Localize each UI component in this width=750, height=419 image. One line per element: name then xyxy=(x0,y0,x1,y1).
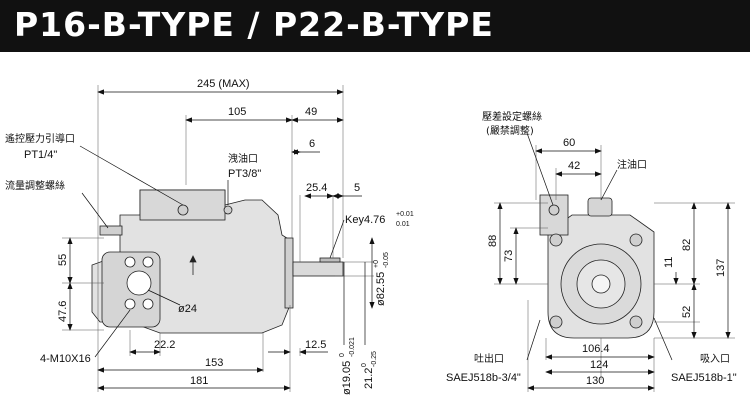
mounting-flange xyxy=(284,237,294,309)
flange-bolt-hole xyxy=(124,298,136,310)
dim-6: 6 xyxy=(309,138,315,150)
dim-19-05: ø19.05 xyxy=(341,361,353,395)
leader-key xyxy=(329,219,345,259)
dim-105: 105 xyxy=(228,106,246,118)
dim-21-2-tol-upper: 0 xyxy=(361,363,368,367)
fill-port-boss xyxy=(587,197,613,217)
leader-pressure-screw xyxy=(526,132,554,206)
dim-19-05-tol-upper: 0 xyxy=(339,353,346,357)
leader-remote-port xyxy=(79,145,184,206)
dim-21-2: 21.2 xyxy=(363,368,375,389)
front-bolt xyxy=(629,233,643,247)
cover-bolt xyxy=(223,205,233,215)
label-flow-screw: 流量調整螺絲 xyxy=(5,179,65,192)
leader-inlet xyxy=(653,317,673,361)
front-bolt xyxy=(549,315,563,329)
flange-bolt-hole xyxy=(142,298,154,310)
label-remote-port-size: PT1/4" xyxy=(24,149,57,161)
front-view xyxy=(539,194,655,339)
dim-21-2-tol-lower: -0.25 xyxy=(371,351,378,367)
dim-245: 245 (MAX) xyxy=(197,78,250,90)
label-pressure-screw: 壓差設定螺絲 xyxy=(482,110,542,123)
dim-106-4: 106.4 xyxy=(582,343,610,355)
key-tol-lower: 0.01 xyxy=(396,221,410,228)
label-outlet-port: 吐出口 xyxy=(474,352,504,365)
dim-22-2: 22.2 xyxy=(154,339,175,351)
dim-12-5: 12.5 xyxy=(305,339,326,351)
dim-49: 49 xyxy=(305,106,317,118)
dim-60: 60 xyxy=(563,137,575,149)
label-drain-port: 洩油口 xyxy=(228,152,258,165)
dim-130: 130 xyxy=(586,375,604,387)
dim-55: 55 xyxy=(57,254,69,266)
title-bar: P16-B-TYPE / P22-B-TYPE xyxy=(0,0,750,52)
label-inlet-port: 吸入口 xyxy=(700,354,730,365)
dim-82-55-tol-upper: +0 xyxy=(373,260,380,268)
adjust-screw xyxy=(99,225,123,236)
side-extension-lines xyxy=(62,85,374,392)
label-pressure-note: (嚴禁調整) xyxy=(486,124,534,137)
dim-137: 137 xyxy=(715,259,727,277)
dim-153: 153 xyxy=(205,357,223,369)
shaft-key xyxy=(319,257,341,263)
label-drain-port-size: PT3/8" xyxy=(228,168,261,180)
dim-dia-24: ø24 xyxy=(178,303,197,315)
dim-82-55: ø82.55 xyxy=(375,272,387,306)
drive-shaft xyxy=(292,261,344,277)
dim-82: 82 xyxy=(681,239,693,251)
label-fill-port: 注油口 xyxy=(617,158,647,171)
label-outlet-size: SAEJ518b-3/4" xyxy=(446,372,521,384)
shaft-end xyxy=(591,274,611,294)
key-dimension: Key4.76 xyxy=(345,214,385,226)
dim-181: 181 xyxy=(190,375,208,387)
leader-flow-screw xyxy=(81,192,109,229)
label-bolts: 4-M10X16 xyxy=(40,353,91,365)
dim-52: 52 xyxy=(681,306,693,318)
leader-bolts xyxy=(94,309,131,358)
leader-outlet xyxy=(526,319,541,361)
dim-11: 11 xyxy=(663,257,675,268)
dim-5: 5 xyxy=(354,182,360,194)
dim-124: 124 xyxy=(590,359,608,371)
dim-42: 42 xyxy=(568,160,580,172)
port-opening xyxy=(126,270,152,296)
cover-bolt xyxy=(177,204,189,216)
leader-fill-port xyxy=(600,169,618,201)
dim-47-6: 47.6 xyxy=(57,301,69,322)
side-view xyxy=(91,189,344,334)
label-inlet-size: SAEJ518b-1" xyxy=(671,372,737,384)
flange-bolt-hole xyxy=(142,256,154,268)
page-title: P16-B-TYPE / P22-B-TYPE xyxy=(14,5,494,44)
leader-dia-24 xyxy=(147,289,181,306)
flange-bolt-hole xyxy=(124,256,136,268)
dim-82-55-tol-lower: -0.05 xyxy=(383,252,390,268)
pressure-screw xyxy=(548,204,560,216)
label-remote-port: 遙控壓力引導口 xyxy=(5,132,75,145)
dim-73: 73 xyxy=(503,250,515,262)
dim-25-4: 25.4 xyxy=(306,182,327,194)
front-bolt xyxy=(629,315,643,329)
dim-88: 88 xyxy=(487,235,499,247)
dim-19-05-tol-lower: -0.021 xyxy=(349,337,356,357)
key-tol-upper: +0.01 xyxy=(396,211,414,218)
front-bolt xyxy=(549,233,563,247)
